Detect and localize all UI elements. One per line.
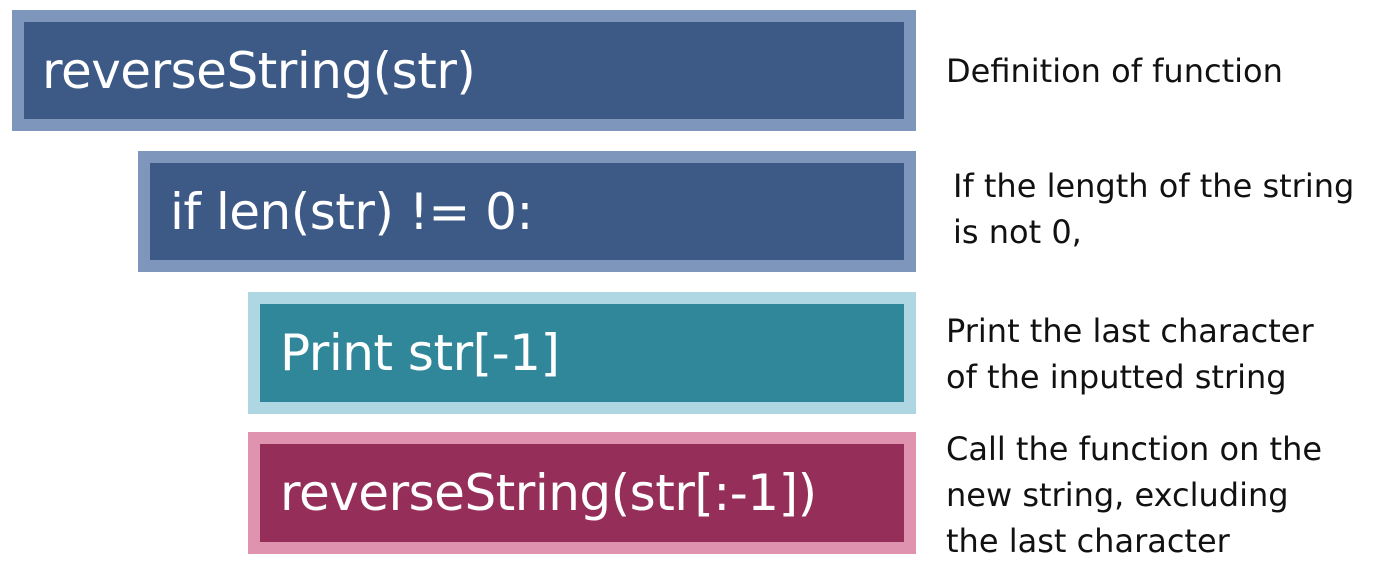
note-line: the last character (946, 522, 1230, 560)
note-line: is not 0, (953, 213, 1082, 251)
function-definition-box-fill (24, 22, 904, 119)
print-statement-box: Print str[-1] (248, 292, 916, 414)
function-definition-code: reverseString(str) (42, 41, 476, 100)
recursive-call-code: reverseString(str[:-1]) (280, 464, 817, 522)
function-definition-note: Definition of function (946, 48, 1283, 94)
function-definition-box: reverseString(str) (12, 10, 916, 131)
print-statement-note: Print the last character of the inputted… (946, 308, 1314, 400)
if-condition-box: if len(str) != 0: (138, 151, 916, 272)
note-line: Print the last character (946, 312, 1314, 350)
print-statement-box-fill (260, 304, 904, 402)
if-condition-code: if len(str) != 0: (170, 182, 533, 241)
note-line: Definition of function (946, 52, 1283, 90)
if-condition-box-fill (150, 163, 904, 260)
recursive-call-box-fill (260, 444, 904, 542)
recursive-call-note: Call the function on the new string, exc… (946, 426, 1322, 564)
print-statement-code: Print str[-1] (280, 324, 560, 382)
note-line: of the inputted string (946, 358, 1287, 396)
if-condition-note: If the length of the string is not 0, (953, 163, 1354, 255)
note-line: If the length of the string (953, 167, 1355, 205)
note-line: Call the function on the (946, 430, 1323, 468)
recursive-call-box: reverseString(str[:-1]) (248, 432, 916, 554)
note-line: new string, excluding (946, 476, 1289, 514)
